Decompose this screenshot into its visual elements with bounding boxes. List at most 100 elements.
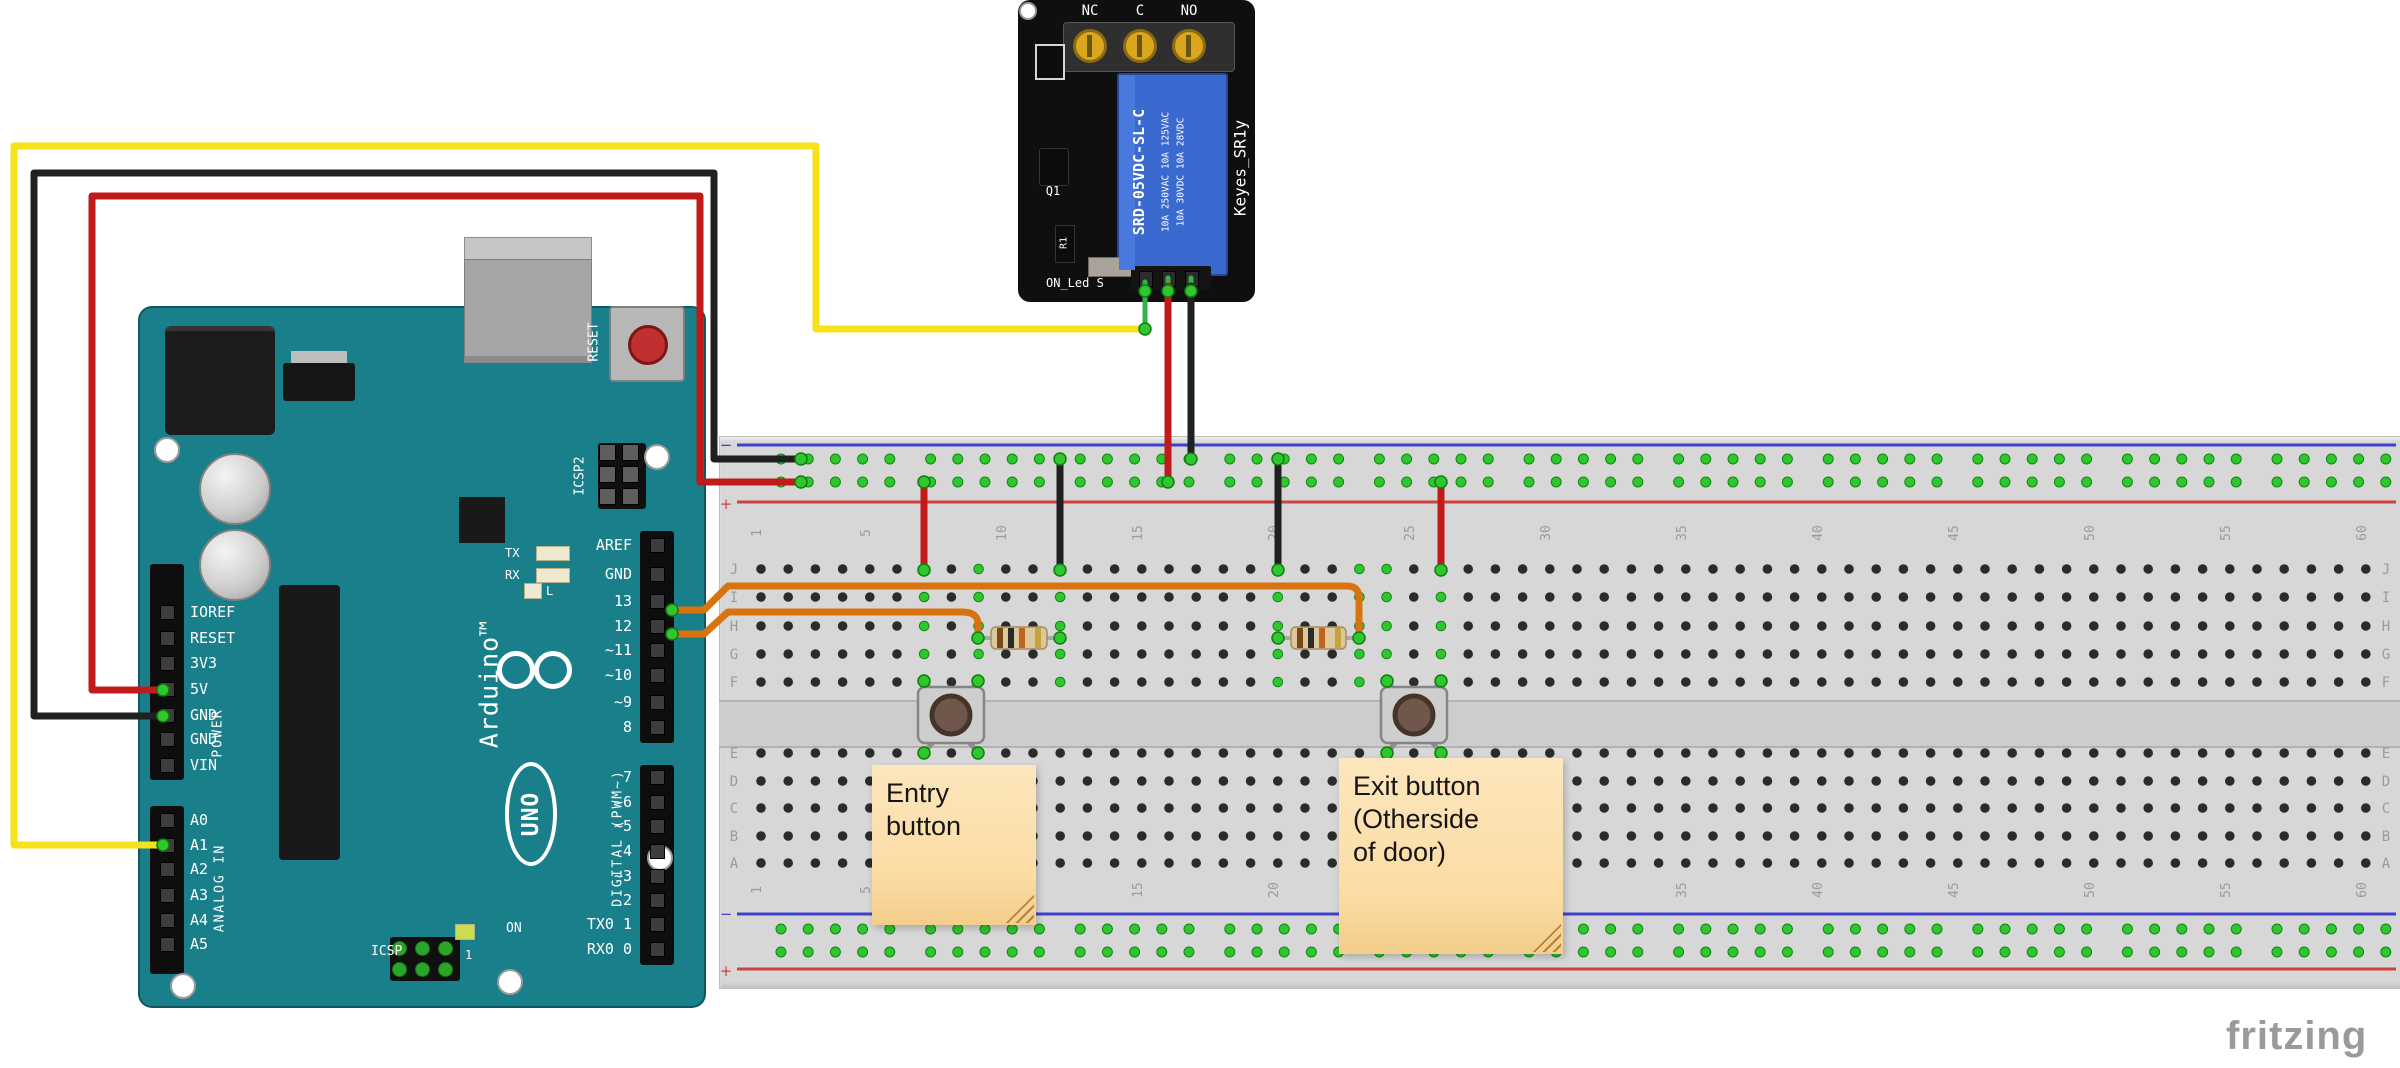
- svg-text:E: E: [2382, 746, 2390, 762]
- wire-orange-entry[interactable]: [668, 608, 982, 642]
- wire-red-power[interactable]: [88, 192, 805, 694]
- header-pin[interactable]: [160, 862, 175, 877]
- rx-led: [536, 568, 570, 583]
- icsp2-pin[interactable]: [622, 488, 639, 505]
- note-resize-grip[interactable]: [1527, 918, 1561, 952]
- usb-port-cap: [464, 237, 592, 261]
- tx-label: TX: [505, 546, 520, 560]
- wires: [10, 142, 1445, 849]
- microcontroller-chip: [279, 585, 340, 860]
- header-pin[interactable]: [650, 720, 665, 735]
- svg-text:D: D: [2382, 774, 2390, 790]
- svg-text:F: F: [730, 675, 738, 691]
- header-pin[interactable]: [650, 869, 665, 884]
- header-pin[interactable]: [160, 631, 175, 646]
- icsp-pin[interactable]: [415, 962, 430, 977]
- rx-label: RX: [505, 568, 520, 582]
- header-pin[interactable]: [650, 942, 665, 957]
- svg-text:−: −: [720, 905, 733, 923]
- svg-text:50: 50: [2083, 525, 2098, 541]
- note-resize-grip[interactable]: [1000, 889, 1034, 923]
- mounting-hole: [170, 973, 196, 999]
- icsp-pin[interactable]: [415, 941, 430, 956]
- terminal-slot: [1087, 35, 1092, 57]
- header-pin[interactable]: [650, 643, 665, 658]
- header-pin[interactable]: [160, 758, 175, 773]
- icsp2-pin[interactable]: [599, 444, 616, 461]
- icsp-pin[interactable]: [438, 941, 453, 956]
- icsp2-pin[interactable]: [599, 466, 616, 483]
- header-pin[interactable]: [650, 844, 665, 859]
- svg-text:I: I: [2382, 590, 2390, 606]
- svg-text:10: 10: [995, 525, 1010, 541]
- pin-label-a2: A2: [190, 860, 209, 878]
- pin-label-reset: RESET: [190, 629, 236, 647]
- terminal-label-nc: NC: [1081, 3, 1099, 19]
- pin-label-13: 13: [613, 592, 632, 610]
- svg-text:I: I: [730, 590, 738, 606]
- svg-text:40: 40: [1811, 882, 1826, 898]
- wire-black-ground[interactable]: [30, 169, 805, 720]
- svg-text:H: H: [2382, 619, 2390, 635]
- icsp2-pin[interactable]: [622, 466, 639, 483]
- svg-text:15: 15: [1131, 882, 1146, 898]
- note-entry-button[interactable]: Entry button: [872, 765, 1036, 925]
- svg-text:1: 1: [750, 529, 765, 537]
- icsp-pin[interactable]: [392, 962, 407, 977]
- header-pin[interactable]: [650, 695, 665, 710]
- header-pin[interactable]: [160, 937, 175, 952]
- pin-label-aref: AREF: [595, 536, 632, 554]
- header-pin[interactable]: [160, 656, 175, 671]
- header-pin[interactable]: [160, 913, 175, 928]
- wire-orange-exit[interactable]: [668, 582, 1363, 642]
- arduino-logo-icon: [497, 651, 535, 689]
- header-pin[interactable]: [650, 819, 665, 834]
- icsp-pin[interactable]: [438, 962, 453, 977]
- header-pin[interactable]: [160, 732, 175, 747]
- icsp-pin1-label: 1: [465, 948, 473, 962]
- header-pin[interactable]: [650, 567, 665, 582]
- svg-text:E: E: [730, 746, 738, 762]
- pin-label-~5: ~5: [613, 817, 632, 835]
- relay-led: [1035, 44, 1065, 80]
- header-pin[interactable]: [650, 538, 665, 553]
- header-pin[interactable]: [650, 668, 665, 683]
- header-pin[interactable]: [160, 888, 175, 903]
- header-pin[interactable]: [650, 893, 665, 908]
- note-exit-button[interactable]: Exit button (Otherside of door): [1339, 758, 1563, 954]
- header-pin[interactable]: [650, 619, 665, 634]
- wire-yellow-signal[interactable]: [10, 142, 1152, 849]
- icsp-pin[interactable]: [392, 941, 407, 956]
- resistor[interactable]: [1278, 626, 1359, 650]
- svg-text:50: 50: [2083, 882, 2098, 898]
- header-pin[interactable]: [650, 770, 665, 785]
- pushbutton[interactable]: [916, 678, 986, 756]
- pin-label-~9: ~9: [613, 693, 632, 711]
- svg-text:60: 60: [2355, 525, 2370, 541]
- resistor[interactable]: [978, 626, 1060, 650]
- screw-terminal[interactable]: [1172, 29, 1206, 63]
- svg-text:55: 55: [2219, 525, 2234, 541]
- icsp2-pin[interactable]: [599, 488, 616, 505]
- pushbutton[interactable]: [1379, 678, 1449, 756]
- capacitor: [199, 529, 271, 601]
- header-pin[interactable]: [650, 917, 665, 932]
- reset-button-cap[interactable]: [628, 325, 668, 365]
- q1-label: Q1: [1045, 184, 1061, 198]
- svg-text:5: 5: [859, 886, 874, 894]
- header-pin[interactable]: [650, 795, 665, 810]
- svg-text:1: 1: [750, 886, 765, 894]
- header-pin[interactable]: [160, 605, 175, 620]
- header-pin[interactable]: [160, 813, 175, 828]
- pin-label-4: 4: [622, 842, 632, 860]
- screw-terminal[interactable]: [1123, 29, 1157, 63]
- relay-body: [1117, 73, 1228, 276]
- icsp2-pin[interactable]: [622, 444, 639, 461]
- header-pin[interactable]: [650, 594, 665, 609]
- pin-label-a1: A1: [190, 836, 209, 854]
- mounting-hole: [644, 444, 670, 470]
- svg-text:G: G: [730, 647, 738, 663]
- note-text: Exit button: [1353, 771, 1481, 801]
- breadboard-labels: 1155101015152020252530303535404045455050…: [730, 525, 2391, 898]
